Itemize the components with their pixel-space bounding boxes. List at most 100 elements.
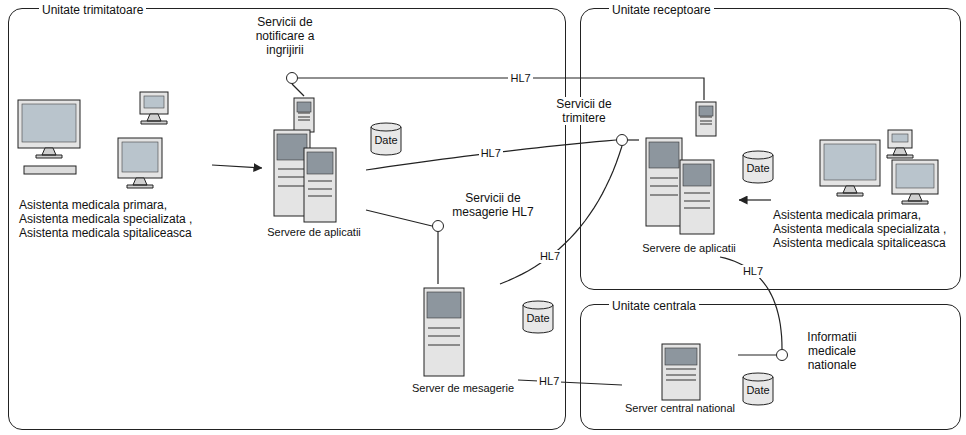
database-cylinder: Date xyxy=(370,122,402,156)
service-port: Servicii de mesagerie HL7 xyxy=(432,220,444,232)
server-body xyxy=(696,102,716,136)
edge-label-holder: HL7 xyxy=(508,72,532,85)
monitor-bezel xyxy=(892,160,938,194)
service-label: Informatii medicale nationale xyxy=(797,330,867,372)
device-caption: Servere de aplicatii xyxy=(262,226,366,239)
server-slots xyxy=(700,117,712,124)
region-title: Unitate receptoare xyxy=(609,2,714,18)
server-body xyxy=(680,160,714,234)
edge-label-holder: HL7 xyxy=(538,250,562,263)
server-slots xyxy=(278,169,306,186)
monitor-bezel xyxy=(118,138,162,178)
hl7-connector xyxy=(212,165,262,168)
monitor-screen xyxy=(22,104,76,142)
database-cylinder: Date xyxy=(742,150,774,184)
edge-label-holder: HL7 xyxy=(537,375,561,388)
device-caption: Asistenta medicala primara, Asistenta me… xyxy=(771,208,957,250)
monitor-screen xyxy=(896,164,934,188)
server-slots xyxy=(650,178,678,195)
server-slots xyxy=(308,181,332,196)
monitor-stand xyxy=(141,114,167,124)
server-body xyxy=(662,344,700,400)
hl7-connector xyxy=(738,354,776,355)
device-caption: Servere de aplicatii xyxy=(639,242,739,255)
edge-label: HL7 xyxy=(537,375,561,388)
service-label: Servicii de trimitere xyxy=(555,97,613,125)
server-slots xyxy=(684,193,710,208)
server-slots xyxy=(428,328,460,345)
hl7-connector xyxy=(366,210,432,226)
monitor-bezel xyxy=(888,130,912,148)
cylinder-lid xyxy=(743,377,773,381)
monitor-bezel xyxy=(820,140,880,186)
cylinder-body xyxy=(371,123,401,155)
hl7-connector xyxy=(720,257,782,349)
monitor-stand xyxy=(127,178,153,188)
device-caption: Server central national xyxy=(622,402,738,415)
keyboard xyxy=(24,166,76,174)
database-cylinder: Date xyxy=(742,372,774,406)
monitor-stand xyxy=(887,148,913,158)
device-group: Asistenta medicala primara, Asistenta me… xyxy=(12,86,212,242)
database-label: Date xyxy=(522,300,554,325)
server-slots xyxy=(298,113,310,120)
server-panel xyxy=(649,142,679,168)
edge-label-holder: HL7 xyxy=(741,265,765,278)
unit-region: Unitate trimitatoareAsistenta medicala p… xyxy=(8,8,566,430)
cylinder-lid xyxy=(743,155,773,159)
monitor-screen xyxy=(824,144,876,180)
server-body xyxy=(424,288,464,376)
device-group: Asistenta medicala primara, Asistenta me… xyxy=(771,128,957,252)
server-body xyxy=(304,148,336,222)
database-label: Date xyxy=(370,122,402,147)
hl7-connector xyxy=(628,139,639,140)
database-label: Date xyxy=(742,372,774,397)
unit-region: Unitate centralaInformatii medicale nati… xyxy=(580,304,961,430)
monitor-screen xyxy=(122,142,158,172)
device-group: Server central national xyxy=(622,340,738,417)
server-slots xyxy=(666,369,696,380)
device-group: Servere de aplicatii xyxy=(639,100,739,257)
cylinder-lid xyxy=(523,305,553,309)
monitor-bezel xyxy=(18,100,80,148)
device-group: Servere de aplicatii xyxy=(262,96,366,241)
monitor-stand xyxy=(837,186,863,196)
server-panel xyxy=(307,152,333,174)
service-port: Servicii de trimitere xyxy=(616,134,628,146)
server-body xyxy=(294,98,314,132)
service-label: Servicii de mesagerie HL7 xyxy=(447,191,539,219)
hl7-connector xyxy=(366,140,616,170)
monitor-screen xyxy=(892,134,908,142)
monitor-stand xyxy=(36,148,62,158)
device-caption: Server de mesagerie xyxy=(408,382,518,395)
region-title: Unitate centrala xyxy=(609,298,699,314)
cylinder-body xyxy=(523,301,553,333)
cylinder-lid xyxy=(371,127,401,131)
server-body xyxy=(646,138,682,226)
server-panel xyxy=(665,348,697,365)
monitor-stand xyxy=(902,194,928,204)
server-panel xyxy=(683,164,711,186)
service-port: Servicii de notificare a ingrijirii xyxy=(286,72,298,84)
edge-label: HL7 xyxy=(741,265,765,278)
device-caption: Asistenta medicala primara, Asistenta me… xyxy=(12,198,212,240)
region-title: Unitate trimitatoare xyxy=(39,2,146,18)
service-label: Servicii de notificare a ingrijirii xyxy=(243,15,327,57)
monitor-screen xyxy=(144,96,164,108)
server-panel xyxy=(277,134,307,160)
hl7-connector xyxy=(739,199,771,200)
device-group: Server de mesagerie xyxy=(408,284,518,397)
server-panel xyxy=(699,106,713,116)
hl7-connector xyxy=(437,232,438,284)
edge-label-holder: HL7 xyxy=(479,147,503,160)
cylinder-body xyxy=(743,151,773,183)
server-panel xyxy=(297,102,311,112)
service-port: Informatii medicale nationale xyxy=(776,349,788,361)
hl7-connector xyxy=(298,78,704,100)
database-cylinder: Date xyxy=(522,300,554,334)
server-panel xyxy=(427,292,461,318)
edge-label: HL7 xyxy=(538,250,562,263)
edge-label: HL7 xyxy=(479,147,503,160)
cylinder-body xyxy=(743,373,773,405)
